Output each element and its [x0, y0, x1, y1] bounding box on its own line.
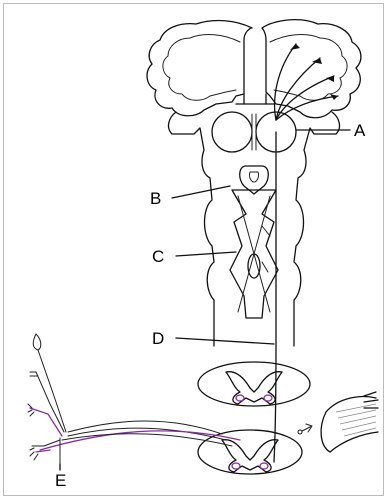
label-c: C — [152, 247, 164, 266]
receptor-ending — [33, 334, 41, 350]
cerebrum-outline — [147, 20, 361, 118]
muscle-detail — [298, 392, 378, 452]
label-a: A — [354, 121, 366, 140]
label-e: E — [55, 471, 66, 490]
brainstem-outline — [169, 112, 340, 346]
thalamus — [212, 112, 296, 152]
label-b: B — [150, 189, 161, 208]
label-d-leader — [176, 338, 274, 344]
label-b-leader — [172, 186, 230, 198]
spinal-cord-section-upper — [198, 362, 310, 406]
label-d: D — [152, 329, 164, 348]
label-c-leader — [176, 252, 236, 256]
figure-border — [4, 4, 384, 496]
peripheral-afferents — [28, 334, 240, 464]
ascending-tract — [262, 44, 338, 462]
